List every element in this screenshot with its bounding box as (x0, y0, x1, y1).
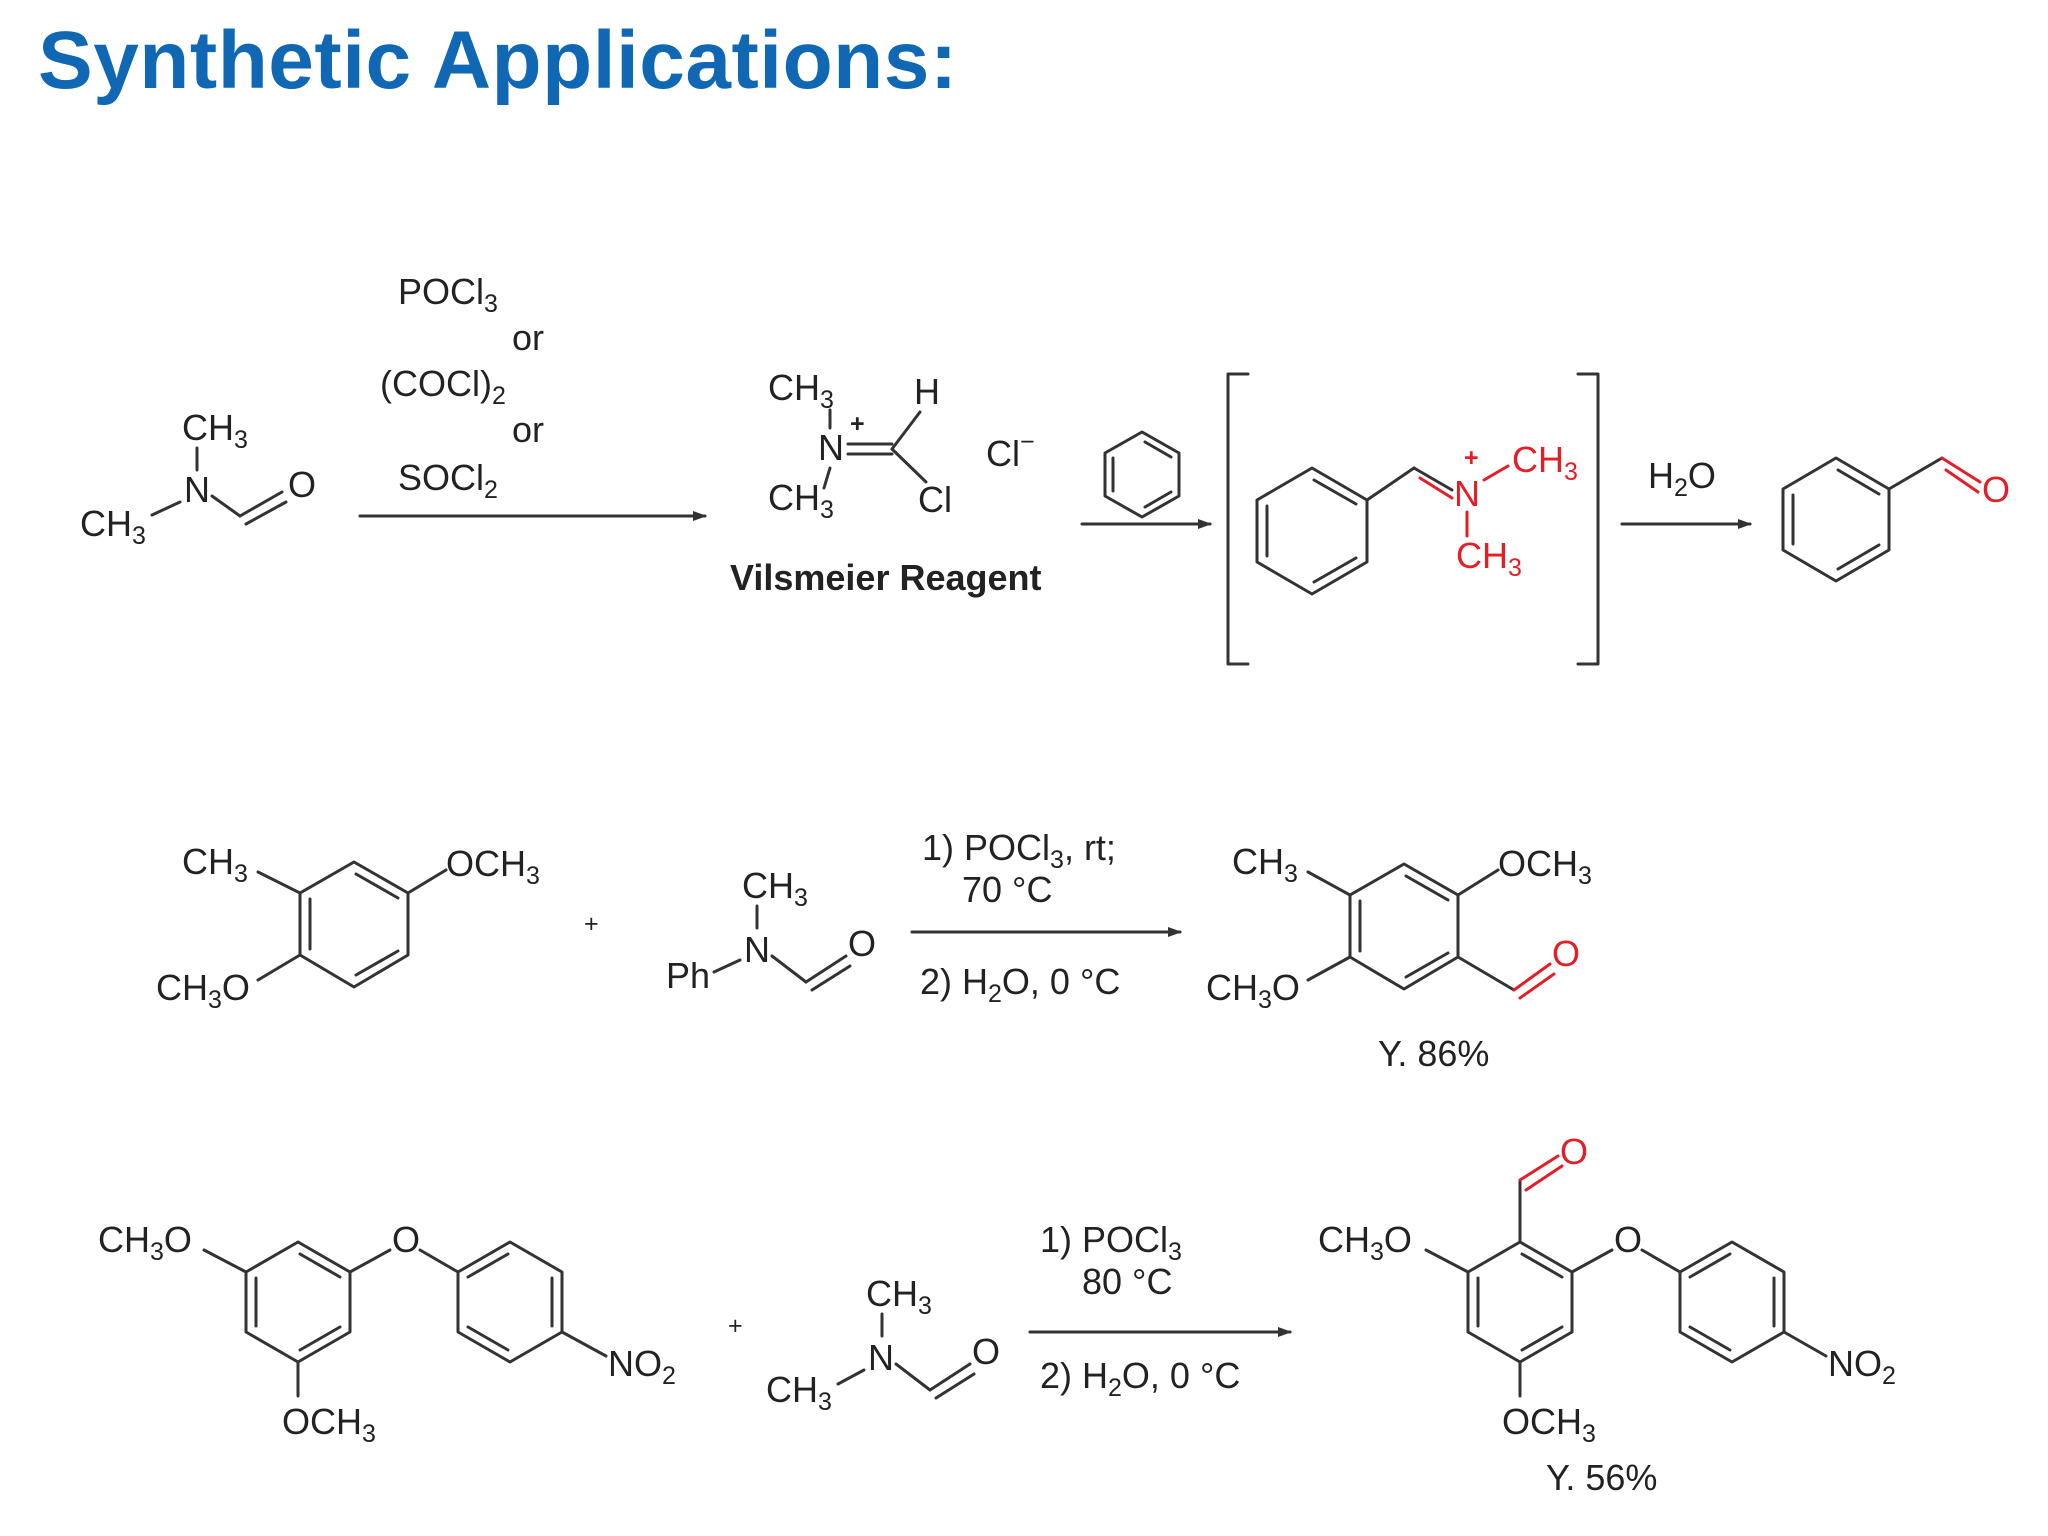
svg-text:N: N (818, 427, 844, 468)
yield-2: Y. 86% (1378, 1033, 1489, 1074)
plus-sign-2: + (584, 910, 599, 938)
svg-text:O: O (848, 923, 876, 964)
reagent-conditions-3: 1) POCl3 80 °C 2) H2O, 0 °C (1040, 1219, 1240, 1402)
svg-text:1) POCl3: 1) POCl3 (1040, 1219, 1182, 1266)
svg-text:OCH3: OCH3 (1498, 843, 1592, 890)
svg-text:CH3O: CH3O (1318, 1219, 1412, 1266)
svg-text:or: or (512, 409, 544, 450)
nitrophenyl-ether-reactant: CH3O O NO2 OCH3 (98, 1219, 676, 1448)
svg-text:NO2: NO2 (608, 1343, 676, 1390)
svg-text:O: O (972, 1331, 1000, 1372)
svg-text:O: O (1552, 933, 1580, 974)
benzaldehyde-product: O (1781, 456, 2010, 583)
svg-text:CH3: CH3 (1512, 439, 1578, 486)
svg-text:CH3: CH3 (182, 407, 248, 454)
plus-sign-3: + (728, 1312, 743, 1340)
svg-text:CH3: CH3 (1456, 535, 1522, 582)
scheme-3: CH3O O NO2 OCH3 + CH3 N CH3 O (98, 1131, 1896, 1498)
svg-text:N: N (184, 469, 210, 510)
svg-text:N: N (868, 1337, 894, 1378)
aldehyde-product-2: CH3 OCH3 CH3O O (1206, 841, 1592, 1014)
svg-text:H2O: H2O (1648, 455, 1716, 502)
svg-text:SOCl2: SOCl2 (398, 457, 498, 504)
slide-title: Synthetic Applications: (38, 15, 958, 106)
svg-text:H: H (914, 371, 940, 412)
scheme-2: CH3 OCH3 CH3O + CH3 N Ph O 1) POCl3, rt;… (156, 827, 1592, 1074)
svg-text:N: N (1454, 473, 1480, 514)
scheme-1: CH3 CH3 N O POCl3 or (COCl)2 or SOCl2 CH… (80, 271, 2010, 666)
svg-text:2) H2O, 0 °C: 2) H2O, 0 °C (920, 961, 1120, 1008)
svg-text:+: + (1464, 444, 1479, 472)
svg-text:80 °C: 80 °C (1082, 1261, 1172, 1302)
svg-text:CH3O: CH3O (156, 967, 250, 1014)
svg-text:N: N (744, 929, 770, 970)
svg-text:CH3: CH3 (866, 1273, 932, 1320)
svg-text:70 °C: 70 °C (962, 869, 1052, 910)
svg-text:POCl3: POCl3 (398, 271, 498, 318)
bracket-right (1576, 372, 1600, 666)
svg-text:O: O (1614, 1219, 1642, 1260)
svg-text:NO2: NO2 (1828, 1343, 1896, 1390)
svg-text:Ph: Ph (666, 955, 710, 996)
svg-text:CH3: CH3 (766, 1369, 832, 1416)
svg-text:O: O (1982, 469, 2010, 510)
aldehyde-product-3: O CH3O O NO2 OCH3 (1318, 1131, 1896, 1448)
yield-3: Y. 56% (1546, 1457, 1657, 1498)
svg-text:O: O (288, 464, 316, 505)
svg-text:+: + (850, 410, 865, 438)
svg-text:O: O (392, 1219, 420, 1260)
svg-text:Cl: Cl (918, 479, 952, 520)
svg-text:Cl−: Cl− (986, 428, 1035, 474)
vilsmeier-label: Vilsmeier Reagent (730, 557, 1041, 598)
dmf-reagent-3: CH3 N CH3 O (766, 1273, 1000, 1416)
svg-text:CH3O: CH3O (98, 1219, 192, 1266)
n-methylformanilide: CH3 N Ph O (666, 865, 876, 996)
svg-text:CH3: CH3 (742, 865, 808, 912)
dimethoxytoluene-reactant: CH3 OCH3 CH3O (156, 841, 540, 1014)
svg-text:CH3: CH3 (768, 367, 834, 414)
svg-text:CH3: CH3 (768, 477, 834, 524)
reagent-conditions-2: 1) POCl3, rt; 70 °C 2) H2O, 0 °C (920, 827, 1120, 1008)
iminium-intermediate: N + CH3 CH3 (1255, 439, 1578, 596)
svg-text:CH3: CH3 (182, 841, 248, 888)
vilsmeier-reagent: CH3 CH3 N + H Cl Cl− Vilsmeier Reagent (730, 367, 1041, 598)
svg-text:1) POCl3, rt;: 1) POCl3, rt; (922, 827, 1116, 874)
svg-text:OCH3: OCH3 (446, 843, 540, 890)
svg-text:OCH3: OCH3 (1502, 1401, 1596, 1448)
svg-text:OCH3: OCH3 (282, 1401, 376, 1448)
bracket-left (1226, 372, 1250, 666)
svg-text:CH3: CH3 (80, 503, 146, 550)
svg-text:or: or (512, 317, 544, 358)
svg-text:CH3: CH3 (1232, 841, 1298, 888)
reagent-conditions-1: POCl3 or (COCl)2 or SOCl2 (380, 271, 544, 504)
svg-text:2) H2O, 0 °C: 2) H2O, 0 °C (1040, 1355, 1240, 1402)
svg-text:O: O (1560, 1131, 1588, 1172)
svg-text:(COCl)2: (COCl)2 (380, 363, 506, 410)
benzene-reagent (1103, 430, 1181, 519)
svg-text:CH3O: CH3O (1206, 967, 1300, 1014)
dmf-reactant: CH3 CH3 N O (80, 407, 316, 550)
